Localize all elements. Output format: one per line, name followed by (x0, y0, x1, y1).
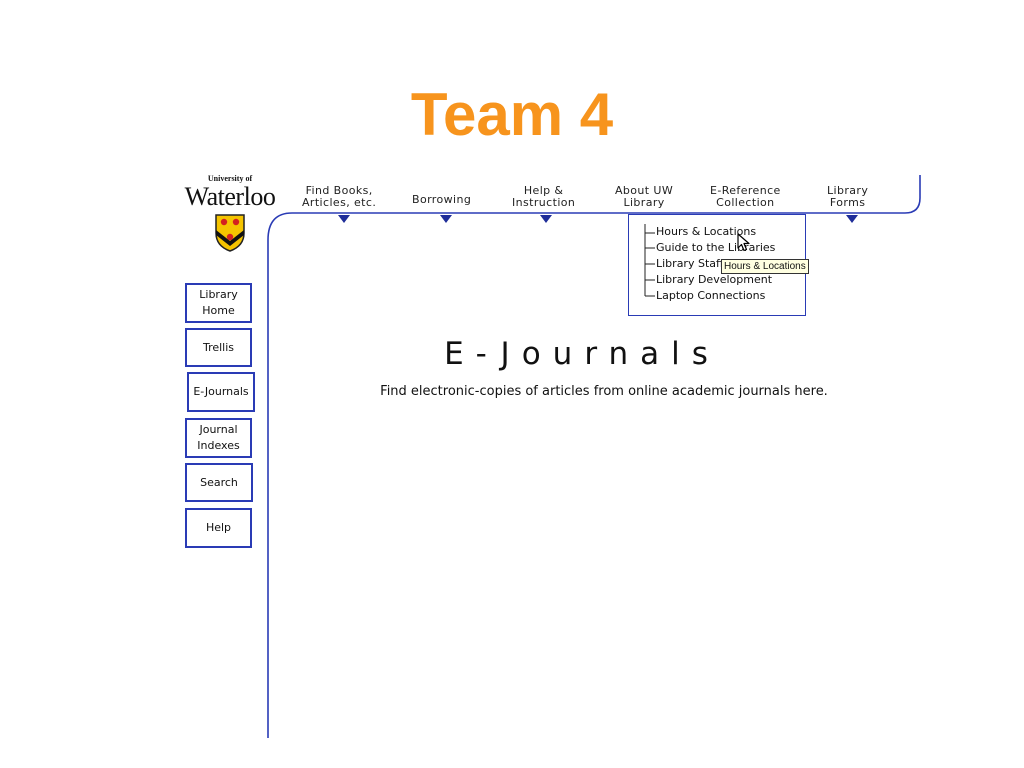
nav-borrowing[interactable]: Borrowing (412, 194, 471, 206)
nav-label: About UW (615, 184, 674, 197)
nav-label: Borrowing (412, 193, 472, 206)
logo-name: Waterloo (184, 182, 276, 211)
nav-arrow-icon (540, 215, 552, 223)
menu-item-laptop-connections[interactable]: Laptop Connections (656, 289, 766, 302)
sidebar-label: Search (200, 475, 238, 489)
menu-item-library-development[interactable]: Library Development (656, 273, 773, 286)
sidebar-label: Indexes (197, 439, 240, 452)
nav-label: Help & (523, 184, 564, 197)
nav-about-library[interactable]: About UW Library (615, 185, 673, 209)
sidebar-label: Trellis (202, 340, 235, 354)
sidebar-trellis-button[interactable]: Trellis (185, 328, 252, 367)
university-logo[interactable]: University of Waterloo (174, 174, 286, 253)
sidebar-help-button[interactable]: Help (185, 508, 252, 548)
slide-title: Team 4 (410, 81, 614, 148)
nav-label: Forms (829, 196, 866, 209)
nav-help-instruction[interactable]: Help & Instruction (512, 185, 575, 209)
nav-e-reference[interactable]: E-Reference Collection (710, 185, 781, 209)
menu-tree-lines (644, 224, 655, 297)
nav-library-forms[interactable]: Library Forms (827, 185, 868, 209)
logo-university-of: University of (207, 174, 253, 183)
menu-item-hours-locations[interactable]: Hours & Locations (656, 225, 757, 238)
nav-label: Library (827, 184, 869, 197)
nav-label: Find Books, (305, 184, 373, 197)
page-subtitle: Find electronic-copies of articles from … (380, 384, 828, 399)
nav-label: E-Reference (710, 184, 781, 197)
nav-arrow-icon (338, 215, 350, 223)
nav-label: Articles, etc. (302, 196, 377, 209)
menu-item-guide[interactable]: Guide to the Libraries (656, 241, 776, 254)
tooltip: Hours & Locations (721, 259, 809, 274)
nav-find-books[interactable]: Find Books, Articles, etc. (302, 185, 376, 209)
sidebar-label: Journal (199, 423, 238, 436)
nav-label: Library (623, 196, 665, 209)
nav-label: Instruction (512, 196, 576, 209)
menu-item-library-staff[interactable]: Library Staff (656, 257, 724, 270)
sidebar-label: Library (199, 288, 238, 301)
sidebar-search-button[interactable]: Search (185, 463, 253, 502)
nav-label: Collection (716, 196, 775, 209)
sidebar-label: Help (205, 521, 232, 534)
nav-arrow-icon (846, 215, 858, 223)
crest-icon (215, 214, 245, 252)
sidebar-e-journals-button[interactable]: E-Journals (187, 372, 255, 412)
sidebar-label: Home (202, 304, 235, 317)
mouse-cursor-icon (737, 233, 750, 252)
page-heading: E-Journals (444, 336, 720, 372)
sidebar-label: E-Journals (193, 385, 249, 398)
nav-arrow-icon (440, 215, 452, 223)
